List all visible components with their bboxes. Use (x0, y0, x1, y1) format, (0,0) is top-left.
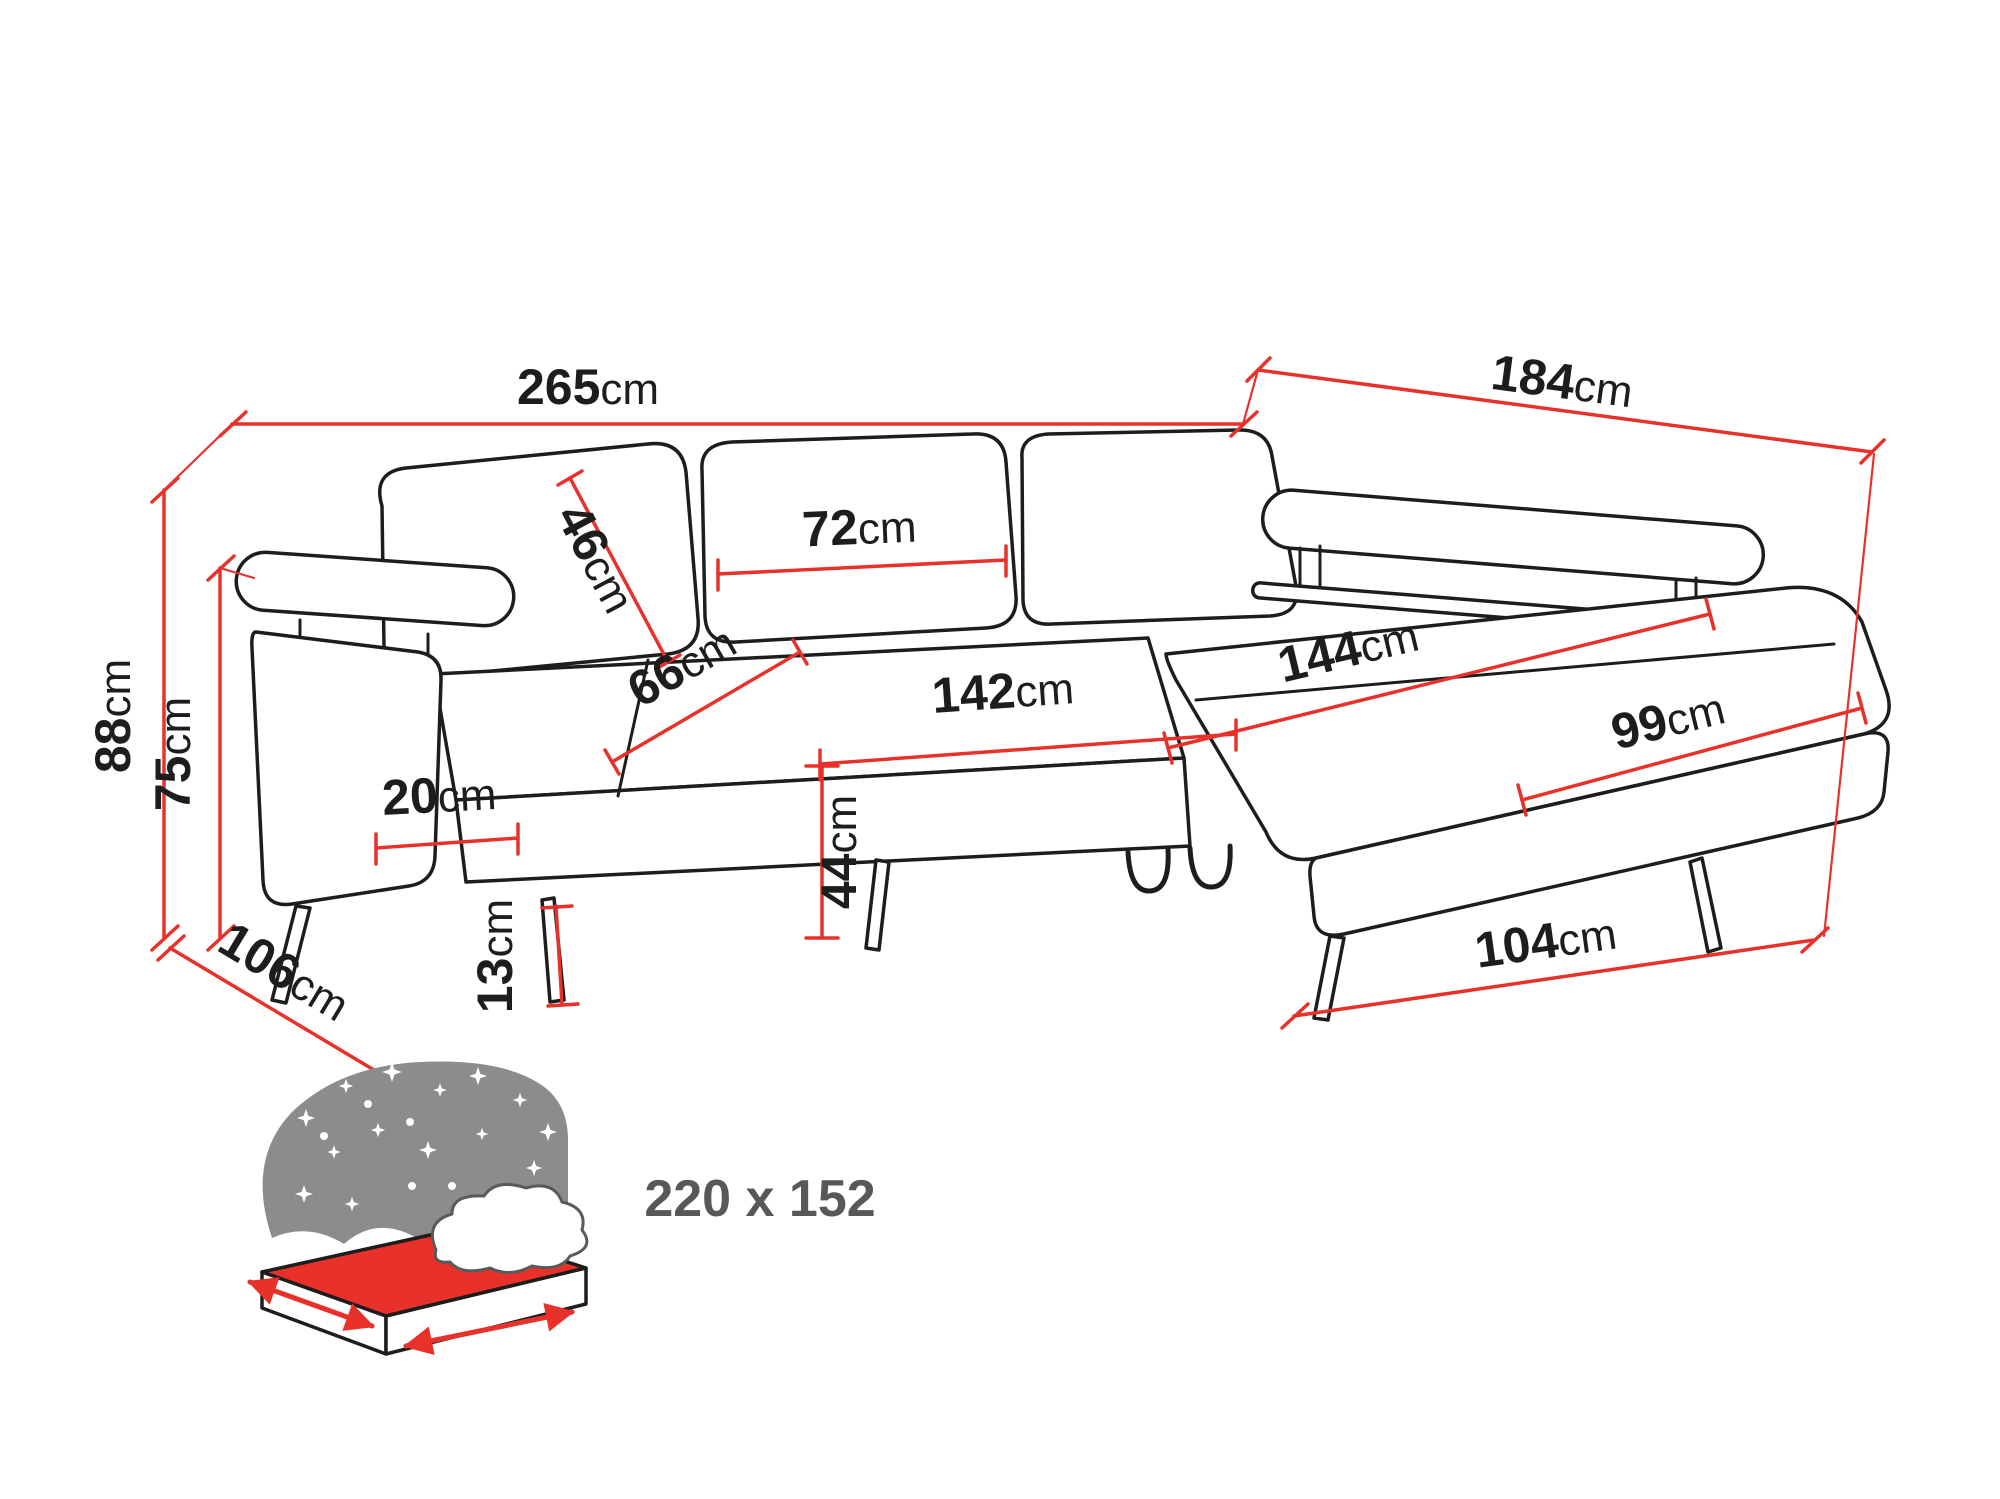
sparkle-star (327, 1145, 341, 1159)
sparkle-dot (448, 1182, 456, 1190)
dim-chaise-front-width-label: 104cm (1471, 904, 1620, 979)
dim-total-depth-label: 184cm (1488, 344, 1636, 418)
sparkle-star (525, 1159, 543, 1177)
dim-leg-height-label: 13cm (467, 899, 523, 1013)
dim-seat-width-label: 142cm (930, 658, 1076, 724)
middle-leg (864, 858, 891, 952)
dim-value: 99 (1606, 693, 1674, 761)
dim-unit: cm (817, 795, 866, 854)
dim-seat-depth-ticks (603, 638, 809, 776)
dim-connector-right-side (1822, 452, 1876, 938)
dim-unit: cm (151, 697, 200, 756)
front-left-leg (270, 904, 312, 1005)
dim-total-height-label: 88cm (85, 659, 141, 773)
dim-armrest-width-label: 20cm (381, 764, 498, 826)
sparkle-star (338, 1078, 354, 1094)
foldout-handle-left (1125, 847, 1171, 894)
dim-chaise-front-width-line (1292, 938, 1816, 1018)
sparkle-dot (320, 1132, 328, 1140)
dim-side-depth-label: 106cm (209, 911, 360, 1032)
dim-connector-top-right (1241, 368, 1260, 426)
dim-total-depth-line (1256, 368, 1874, 454)
chaise-seam (1194, 642, 1836, 702)
dim-seat-height-label: 44cm (811, 795, 867, 909)
dim-unit: cm (857, 503, 918, 555)
dim-leg-height-line (554, 904, 564, 1006)
dim-chaise-length-ticks (1162, 597, 1716, 765)
sparkle-star (539, 1123, 557, 1141)
dim-connector-armrest (218, 566, 256, 580)
dim-value: 184 (1488, 344, 1578, 411)
dim-value: 20 (381, 767, 439, 826)
measured-leg (540, 896, 566, 1004)
sleeping-area-icon: 220 x 152 (247, 1061, 876, 1356)
dim-armrest-width-ticks (374, 822, 520, 866)
sparkle-star (370, 1122, 386, 1138)
sparkle-dot (364, 1100, 372, 1108)
dim-value: 75 (145, 756, 201, 812)
dim-unit: cm (91, 659, 140, 718)
dim-unit: cm (1014, 664, 1076, 717)
dim-back-cushion-height-line (568, 476, 670, 664)
armrest-body (250, 630, 443, 907)
sparkle-star (295, 1185, 313, 1203)
dim-back-cushion-width-ticks (716, 544, 1008, 592)
dim-value: 88 (85, 718, 141, 774)
seat-cushion-seam (616, 658, 650, 798)
dim-value: 44 (811, 853, 867, 909)
chaise-right-leg (1688, 856, 1723, 954)
star-field (295, 1062, 557, 1212)
chaise-headrest-cushion (1260, 488, 1766, 586)
chaise-front-skirt (1308, 731, 1890, 937)
sparkle-star (344, 1196, 360, 1212)
dim-chaise-length-line (1166, 612, 1712, 750)
back-cushion-middle (700, 432, 1018, 644)
dim-back-cushion-width-line (716, 558, 1008, 576)
sparkle-dot (408, 1182, 416, 1190)
dimension-lines (150, 356, 1886, 1096)
dim-unit: cm (600, 365, 659, 414)
dim-armrest-width-line (374, 836, 520, 850)
dim-seat-depth-line (610, 650, 802, 764)
sparkle-star (475, 1127, 489, 1141)
bed-width-arrow (247, 1277, 375, 1331)
dim-unit: cm (473, 899, 522, 958)
dim-total-width-label: 265cm (517, 359, 659, 415)
dim-unit: cm (1555, 909, 1620, 966)
dim-armrest-height-label: 75cm (145, 697, 201, 811)
dim-unit: cm (1571, 361, 1636, 417)
dim-seat-height-ticks (804, 764, 840, 940)
sparkle-star (469, 1067, 487, 1085)
sparkle-star (297, 1109, 315, 1127)
sleeping-area-label: 220 x 152 (644, 1170, 875, 1228)
sparkle-star (512, 1092, 528, 1108)
dim-value: 104 (1471, 912, 1562, 979)
chaise-left-leg (1312, 934, 1346, 1022)
dim-value: 142 (930, 662, 1017, 724)
headrest-bracket-left (1298, 544, 1322, 592)
sparkle-star (433, 1083, 447, 1097)
dim-leg-height-ticks (540, 904, 580, 1008)
dim-back-cushion-width-label: 72cm (801, 497, 918, 558)
dim-value: 13 (467, 958, 523, 1014)
armrest-cushion (234, 550, 516, 628)
sparkle-dot (406, 1118, 414, 1126)
foldout-handle-right (1187, 843, 1233, 890)
dim-value: 72 (801, 499, 859, 557)
dim-back-cushion-height-ticks (556, 469, 682, 671)
dim-connector-top-left (162, 422, 234, 492)
sofa-drawing (234, 428, 1891, 1022)
bed-length-arrow (403, 1302, 575, 1356)
dim-unit: cm (436, 770, 497, 822)
duvet-pillow (431, 1182, 589, 1274)
sparkle-star (382, 1062, 402, 1082)
sparkle-star (419, 1141, 437, 1159)
dim-value: 265 (517, 359, 600, 415)
dim-side-depth-line (168, 946, 396, 1084)
dim-chaise-width-line (1520, 706, 1864, 802)
dim-chaise-width-ticks (1516, 691, 1868, 817)
